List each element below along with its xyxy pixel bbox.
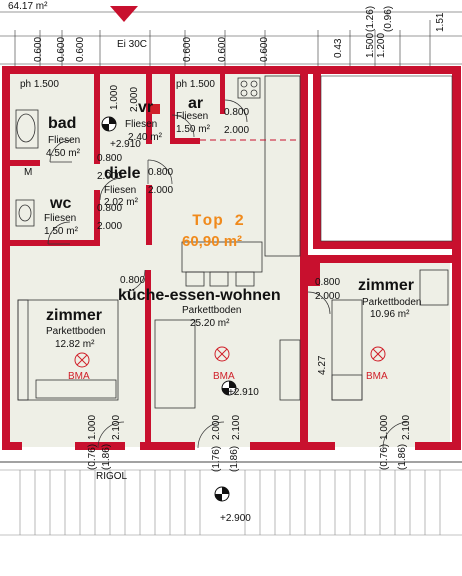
dim-bottom-3: (0.76) [87,443,98,470]
bma-label-kew: BMA [213,371,235,382]
balcony-hatching [0,469,462,536]
dim-bottom-12: (1.86) [397,443,408,470]
room-wc-area: 1.50 m² [44,226,78,237]
dim-bottom-9: 1.000 [379,414,390,440]
bma-label-left: BMA [68,371,90,382]
room-zimmer-right-floor: Parkettboden [362,297,422,308]
ph-label-ar: ph 1.500 [176,79,215,90]
room-ar-floor: Fliesen [176,111,209,122]
room-bad-area: 4.50 m² [46,148,80,159]
dim-top-7: 0.43 [333,38,344,58]
extinguisher-icon [150,104,160,114]
dim-wc-2: 2.000 [97,221,123,232]
dim-bottom-2: 2.100 [111,414,122,440]
bma-label-right: BMA [366,371,388,382]
dim-bottom-8: (1.86) [229,445,240,472]
room-ar-area: 1.50 m² [176,124,210,135]
dim-top-2: 0.600 [56,36,67,62]
level-terrace: +2.900 [220,513,251,524]
room-bad-floor: Fliesen [48,135,81,146]
room-zimmer-left-area: 12.82 m² [55,339,95,350]
dim-top-11: (0.96) [383,5,394,32]
north-marker [110,6,138,22]
room-zimmer-right-area: 10.96 m² [370,309,410,320]
room-diele-area: 2.02 m² [104,197,138,208]
room-zimmer-right-name: zimmer [358,277,415,294]
room-wc-name: wc [50,195,72,212]
room-vr-area: 2.40 m² [128,132,162,143]
dim-top-10: (1.26) [365,5,376,32]
level-markers [101,116,237,502]
dim-top-4: 0.600 [182,36,193,62]
room-kew-name: küche-essen-wohnen [118,287,281,304]
apartment-area: 60,90 m² [182,233,243,250]
dim-kew-1: 0.800 [120,275,146,286]
room-diele-floor: Fliesen [104,185,137,196]
dim-top-1: 0.600 [33,36,44,62]
header-area: 64.17 m² [8,1,48,12]
room-kew-floor: Parkettboden [182,305,242,316]
dim-diele-3: 0.800 [148,167,174,178]
dim-zr-2: 2.000 [315,291,341,302]
dim-bottom-4: (1.86) [101,443,112,470]
m-label: M [24,167,33,178]
room-bad-name: bad [48,115,77,132]
rigol-label: RIGOL [96,471,128,482]
dim-diele-1: 0.800 [97,153,123,164]
top-dimension-lines [0,11,462,68]
apartment-name: Top 2 [192,212,246,230]
dim-bottom-11: (0.76) [379,443,390,470]
room-ar-name: ar [188,95,204,112]
ph-label-bad: ph 1.500 [20,79,59,90]
dim-bottom-6: 2.100 [231,414,242,440]
dim-zr-height: 4.27 [317,355,328,375]
level-kew: +2.910 [228,387,259,398]
dim-top-3: 0.600 [75,36,86,62]
dim-ar-2: 2.000 [224,125,250,136]
dim-top-8: 1.500 [365,32,376,58]
dim-bad-1: 1.000 [109,84,120,110]
room-kew-area: 25.20 m² [190,318,230,329]
dim-top-6: 0.600 [259,36,270,62]
dim-diele-4: 2.000 [148,185,174,196]
room-vr-floor: Fliesen [125,119,158,130]
dim-bottom-10: 2.100 [401,414,412,440]
exterior-walls [2,66,461,450]
room-zimmer-left-name: zimmer [46,307,103,324]
void-area [320,75,453,242]
dim-bottom-5: 2.000 [211,414,222,440]
dim-zr-1: 0.800 [315,277,341,288]
interior-walls [10,74,320,442]
dim-diele-2: 2.000 [97,171,123,182]
room-zimmer-left-floor: Parkettboden [46,326,106,337]
door-swings [47,99,410,449]
level-vr: +2.910 [110,139,141,150]
dim-top-12: 1.51 [435,12,446,32]
floor-fill [8,72,450,447]
dim-bottom-1: 1.000 [87,414,98,440]
dim-wc-1: 0.800 [97,203,123,214]
dim-bottom-7: (1.76) [211,445,222,472]
room-wc-floor: Fliesen [44,213,77,224]
dim-top-9: 1.200 [376,32,387,58]
dim-top-5: 0.600 [217,36,228,62]
fixtures [15,75,449,409]
brand-code: Ei 30C [117,39,148,50]
room-diele-name: diele [104,165,141,182]
smoke-detector-icons [74,346,386,368]
room-vr-name: vr [138,99,154,116]
dim-ar-1: 0.800 [224,107,250,118]
